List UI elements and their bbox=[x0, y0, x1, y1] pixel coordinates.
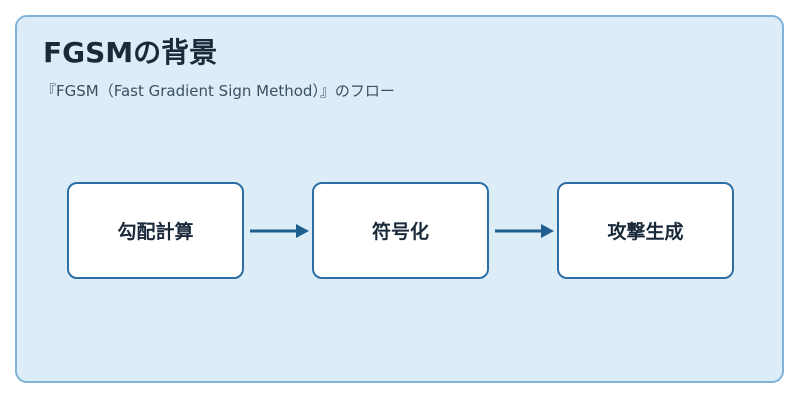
diagram-panel: FGSMの背景 『FGSM（Fast Gradient Sign Method）… bbox=[15, 15, 784, 383]
flow-arrow-right-icon bbox=[495, 224, 554, 238]
flow-diagram: 勾配計算 符号化 攻撃生成 bbox=[17, 17, 786, 385]
page-subtitle: 『FGSM（Fast Gradient Sign Method）』のフロー bbox=[41, 82, 395, 100]
flow-step-sign: 符号化 bbox=[312, 182, 489, 279]
flow-step-gradient: 勾配計算 bbox=[67, 182, 244, 279]
flow-arrow-right-icon bbox=[250, 224, 309, 238]
page-title: FGSMの背景 bbox=[43, 36, 218, 69]
flow-step-attack: 攻撃生成 bbox=[557, 182, 734, 279]
